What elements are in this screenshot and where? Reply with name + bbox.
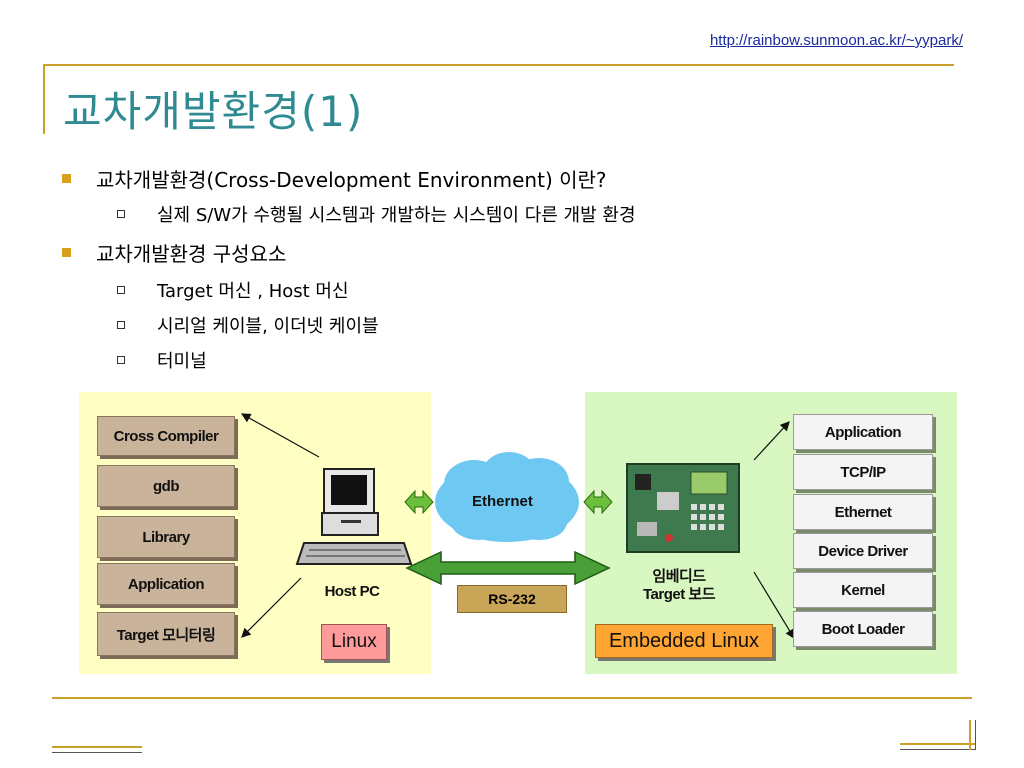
title-frame-top-rule xyxy=(43,64,954,66)
footer-rule xyxy=(52,697,972,699)
bullet-list: 교차개발환경(Cross-Development Environment) 이란… xyxy=(62,168,636,372)
footer-right-ornament-h xyxy=(900,743,976,750)
ethernet-left-double-arrow-icon xyxy=(404,489,434,515)
footer-right-ornament xyxy=(900,720,976,750)
bullet-square-icon xyxy=(62,248,71,257)
rs232-label: RS-232 xyxy=(457,585,567,613)
target-board-icon xyxy=(626,463,740,553)
ethernet-cloud-icon xyxy=(435,452,579,542)
serial-double-arrow-icon xyxy=(405,550,611,586)
ethernet-right-double-arrow-icon xyxy=(583,489,613,515)
title-frame-left-rule xyxy=(43,64,45,134)
host-tool-target-monitoring: Target 모니터링 xyxy=(97,612,235,656)
header-url-link[interactable]: http://rainbow.sunmoon.ac.kr/~yypark/ xyxy=(709,32,963,49)
host-os-linux-badge: Linux xyxy=(321,624,387,660)
target-stack-kernel: Kernel xyxy=(793,572,933,608)
sub-bullet-text: 실제 S/W가 수행될 시스템과 개발하는 시스템이 다른 개발 환경 xyxy=(157,205,636,226)
sub-bullet-text: 터미널 xyxy=(157,351,207,372)
target-stack-ethernet: Ethernet xyxy=(793,494,933,530)
bullet-text: 교차개발환경 구성요소 xyxy=(96,242,287,266)
footer-left-ornament xyxy=(52,746,142,753)
sub-bullet-square-icon xyxy=(117,356,125,364)
host-arrow-down xyxy=(241,577,302,638)
sub-bullet-square-icon xyxy=(117,321,125,329)
host-pc-icon xyxy=(295,468,413,565)
host-tool-library: Library xyxy=(97,516,235,558)
target-os-embedded-linux-badge: Embedded Linux xyxy=(595,624,773,658)
bullet-square-icon xyxy=(62,174,71,183)
target-label-line1: 임베디드 xyxy=(652,568,706,585)
bullet-text: 교차개발환경(Cross-Development Environment) 이란… xyxy=(96,168,607,192)
host-tool-gdb: gdb xyxy=(97,465,235,507)
host-pc-label: Host PC xyxy=(324,583,380,600)
cross-development-diagram: Cross Compiler gdb Library Application T… xyxy=(79,392,957,674)
sub-bullet-text: Target 머신 , Host 머신 xyxy=(157,281,349,302)
target-arrow-up xyxy=(753,421,790,461)
target-arrow-down xyxy=(753,571,795,640)
host-arrow-up xyxy=(240,413,320,458)
host-tool-application: Application xyxy=(97,563,235,605)
diagram-graphics xyxy=(240,413,795,640)
sub-bullet-square-icon xyxy=(117,210,125,218)
sub-bullet-text: 시리얼 케이블, 이더넷 케이블 xyxy=(157,316,379,337)
footer-right-ornament-v xyxy=(969,720,976,750)
target-label-line2: Target 보드 xyxy=(643,586,716,603)
slide-title: 교차개발환경(1) xyxy=(63,87,364,136)
host-tool-cross-compiler: Cross Compiler xyxy=(97,416,235,456)
sub-bullet-square-icon xyxy=(117,286,125,294)
ethernet-cloud-label: Ethernet xyxy=(472,493,533,510)
target-stack-tcpip: TCP/IP xyxy=(793,454,933,490)
target-stack-device-driver: Device Driver xyxy=(793,533,933,569)
target-stack-boot-loader: Boot Loader xyxy=(793,611,933,647)
target-stack-application: Application xyxy=(793,414,933,450)
